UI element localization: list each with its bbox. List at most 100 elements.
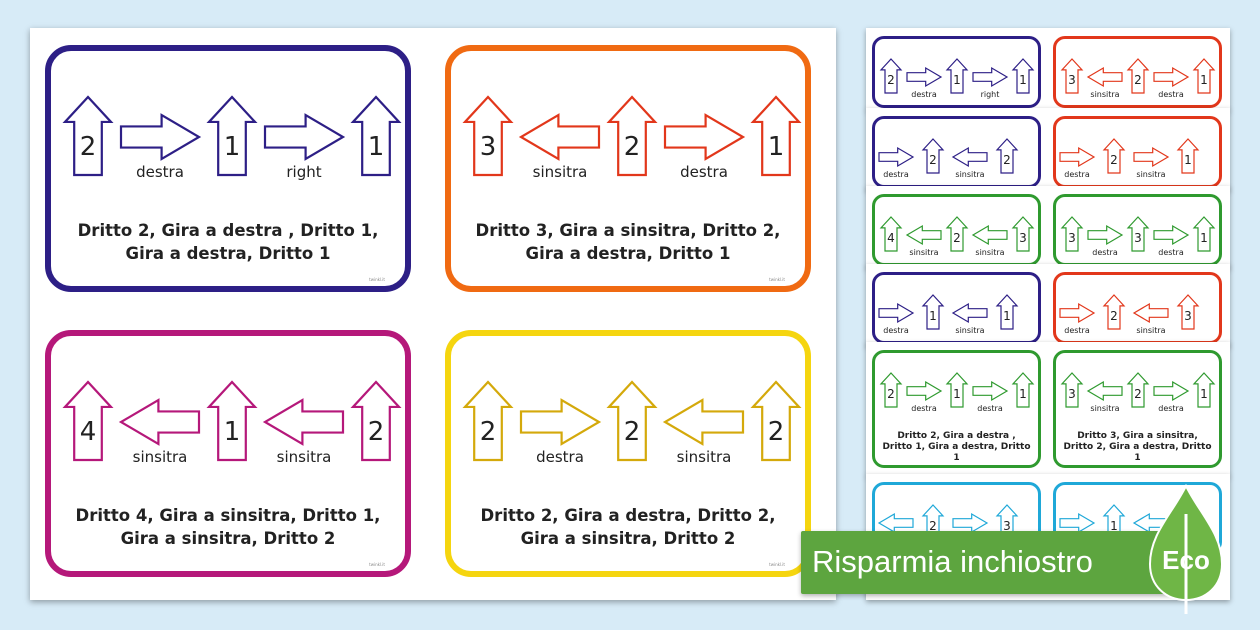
left-arrow-icon [877, 512, 914, 534]
step-number: 2 [80, 132, 97, 162]
turn-label: right [981, 90, 1000, 99]
up-arrow-icon [206, 380, 258, 462]
right-arrow-icon [906, 380, 943, 402]
turn-label: sinsitra [1090, 90, 1119, 99]
step-number: 1 [1184, 153, 1192, 167]
step-number: 2 [1003, 153, 1011, 167]
up-arrow-icon [750, 380, 802, 462]
up-arrow-icon [945, 372, 969, 408]
step-number: 1 [224, 132, 241, 162]
up-arrow-icon [606, 95, 658, 177]
up-arrow-icon [62, 95, 114, 177]
up-arrow-icon [1011, 58, 1035, 94]
step-number: 1 [953, 73, 961, 87]
step-number: 2 [624, 132, 641, 162]
up-arrow-icon [462, 95, 514, 177]
up-arrow-icon [1192, 216, 1216, 252]
left-arrow-icon [662, 398, 745, 446]
right-arrow-icon [878, 302, 915, 324]
right-arrow-icon [1153, 66, 1190, 88]
turn-label: sinsitra [1136, 326, 1165, 335]
up-arrow-icon [1126, 58, 1150, 94]
left-arrow-icon [951, 302, 988, 324]
step-number: 2 [887, 73, 895, 87]
turn-label: destra [911, 90, 937, 99]
step-number: 2 [929, 519, 937, 533]
step-number: 1 [1003, 309, 1011, 323]
right-arrow-icon [1153, 380, 1190, 402]
step-number: 3 [1068, 73, 1076, 87]
turn-label: destra [883, 326, 909, 335]
card-footer: twinkl.it [369, 277, 385, 282]
up-arrow-icon [1011, 216, 1035, 252]
up-arrow-icon [206, 95, 258, 177]
right-arrow-icon [972, 380, 1009, 402]
up-arrow-icon [945, 216, 969, 252]
turn-label: sinsitra [975, 248, 1004, 257]
right-arrow-icon [906, 66, 943, 88]
left-arrow-icon [1132, 302, 1169, 324]
eco-leaf-icon[interactable]: Eco [1148, 483, 1224, 616]
turn-label: destra [977, 404, 1003, 413]
preview-card-instructions: Dritto 2, Gira a destra , Dritto 1, Gira… [882, 431, 1031, 463]
up-arrow-icon [879, 372, 903, 408]
up-arrow-icon [462, 380, 514, 462]
turn-label: destra [1064, 170, 1090, 179]
left-arrow-icon [1086, 66, 1123, 88]
card-footer: twinkl.it [769, 562, 785, 567]
up-arrow-icon [921, 138, 945, 174]
right-arrow-icon [1153, 224, 1190, 246]
left-arrow-icon [951, 146, 988, 168]
turn-label: destra [136, 163, 184, 181]
card-footer: twinkl.it [769, 277, 785, 282]
left-arrow-icon [971, 224, 1008, 246]
up-arrow-icon [1011, 372, 1035, 408]
right-arrow-icon [1059, 512, 1096, 534]
step-number: 2 [368, 417, 385, 447]
right-arrow-icon [263, 113, 346, 161]
turn-label: sinsitra [533, 163, 588, 181]
step-number: 1 [368, 132, 385, 162]
turn-label: sinsitra [909, 248, 938, 257]
leaf-shape [1148, 483, 1224, 614]
banner-text: Risparmia inchiostro [812, 544, 1093, 579]
turn-label: sinsitra [1090, 404, 1119, 413]
preview-card-instructions: Dritto 3, Gira a sinsitra, Dritto 2, Gir… [1063, 431, 1212, 463]
up-arrow-icon [1102, 138, 1126, 174]
step-number: 3 [1184, 309, 1192, 323]
step-number: 3 [1134, 231, 1142, 245]
step-number: 2 [1134, 387, 1142, 401]
step-number: 2 [929, 153, 937, 167]
eco-banner[interactable]: Risparmia inchiostro [801, 531, 1201, 594]
up-arrow-icon [1126, 372, 1150, 408]
turn-label: destra [1158, 404, 1184, 413]
right-arrow-icon [972, 66, 1009, 88]
step-number: 2 [1134, 73, 1142, 87]
up-arrow-icon [945, 58, 969, 94]
right-arrow-icon [1087, 224, 1124, 246]
step-number: 2 [1110, 153, 1118, 167]
card-instructions: Dritto 2, Gira a destra , Dritto 1, Gira… [77, 221, 379, 263]
up-arrow-icon [1060, 58, 1084, 94]
